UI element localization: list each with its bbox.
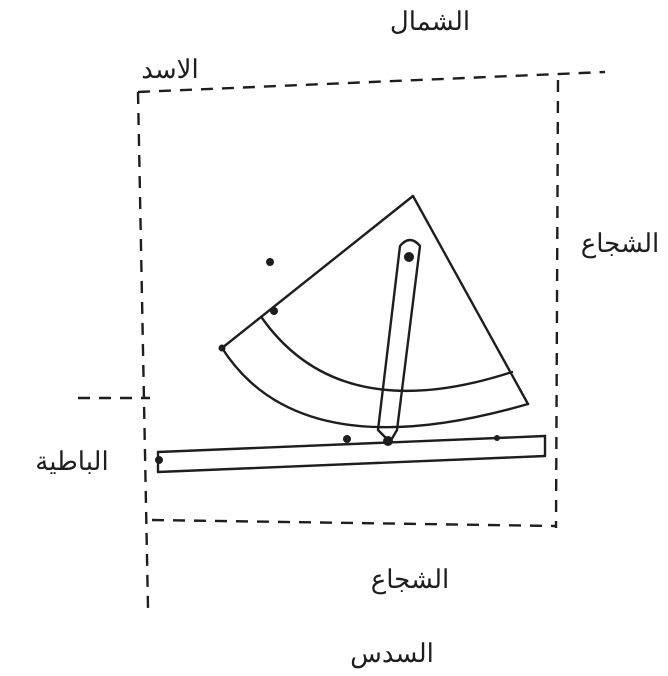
ruler-top-line (156, 434, 547, 454)
label-left: الباطية (35, 447, 108, 477)
arc-contact-dot-left (343, 435, 351, 443)
index-arm-outline (376, 238, 422, 444)
sector-mark-dot (270, 307, 278, 315)
frame-top-edge (137, 70, 606, 94)
arc-contact-dot-right (494, 435, 500, 441)
base-ruler (155, 434, 547, 474)
frame-bottom-edge (151, 518, 557, 528)
label-north: الشمال (390, 7, 470, 37)
sector-left-radius (220, 194, 415, 350)
index-arm-pivot-dot (404, 252, 414, 262)
label-right: الشجاع (581, 229, 660, 259)
label-bottom: السدس (350, 639, 434, 669)
sector-outer-arc (220, 346, 530, 429)
sector-right-radius (411, 194, 530, 406)
sector-left-dot (218, 344, 226, 352)
label-top-left: الاسد (141, 55, 198, 85)
index-arm (376, 238, 422, 446)
free-dot (266, 258, 274, 266)
label-bottom-inner: الشجاع (371, 565, 450, 595)
ruler-bottom-line (156, 454, 547, 474)
dashed-frame (78, 70, 606, 609)
frame-left-edge (136, 91, 150, 609)
sextant-sector (218, 194, 530, 443)
frame-right-edge (554, 79, 560, 529)
index-arm-foot-dot (383, 436, 393, 446)
ruler-pivot-dot (155, 456, 163, 464)
sector-inner-arc (260, 316, 514, 393)
